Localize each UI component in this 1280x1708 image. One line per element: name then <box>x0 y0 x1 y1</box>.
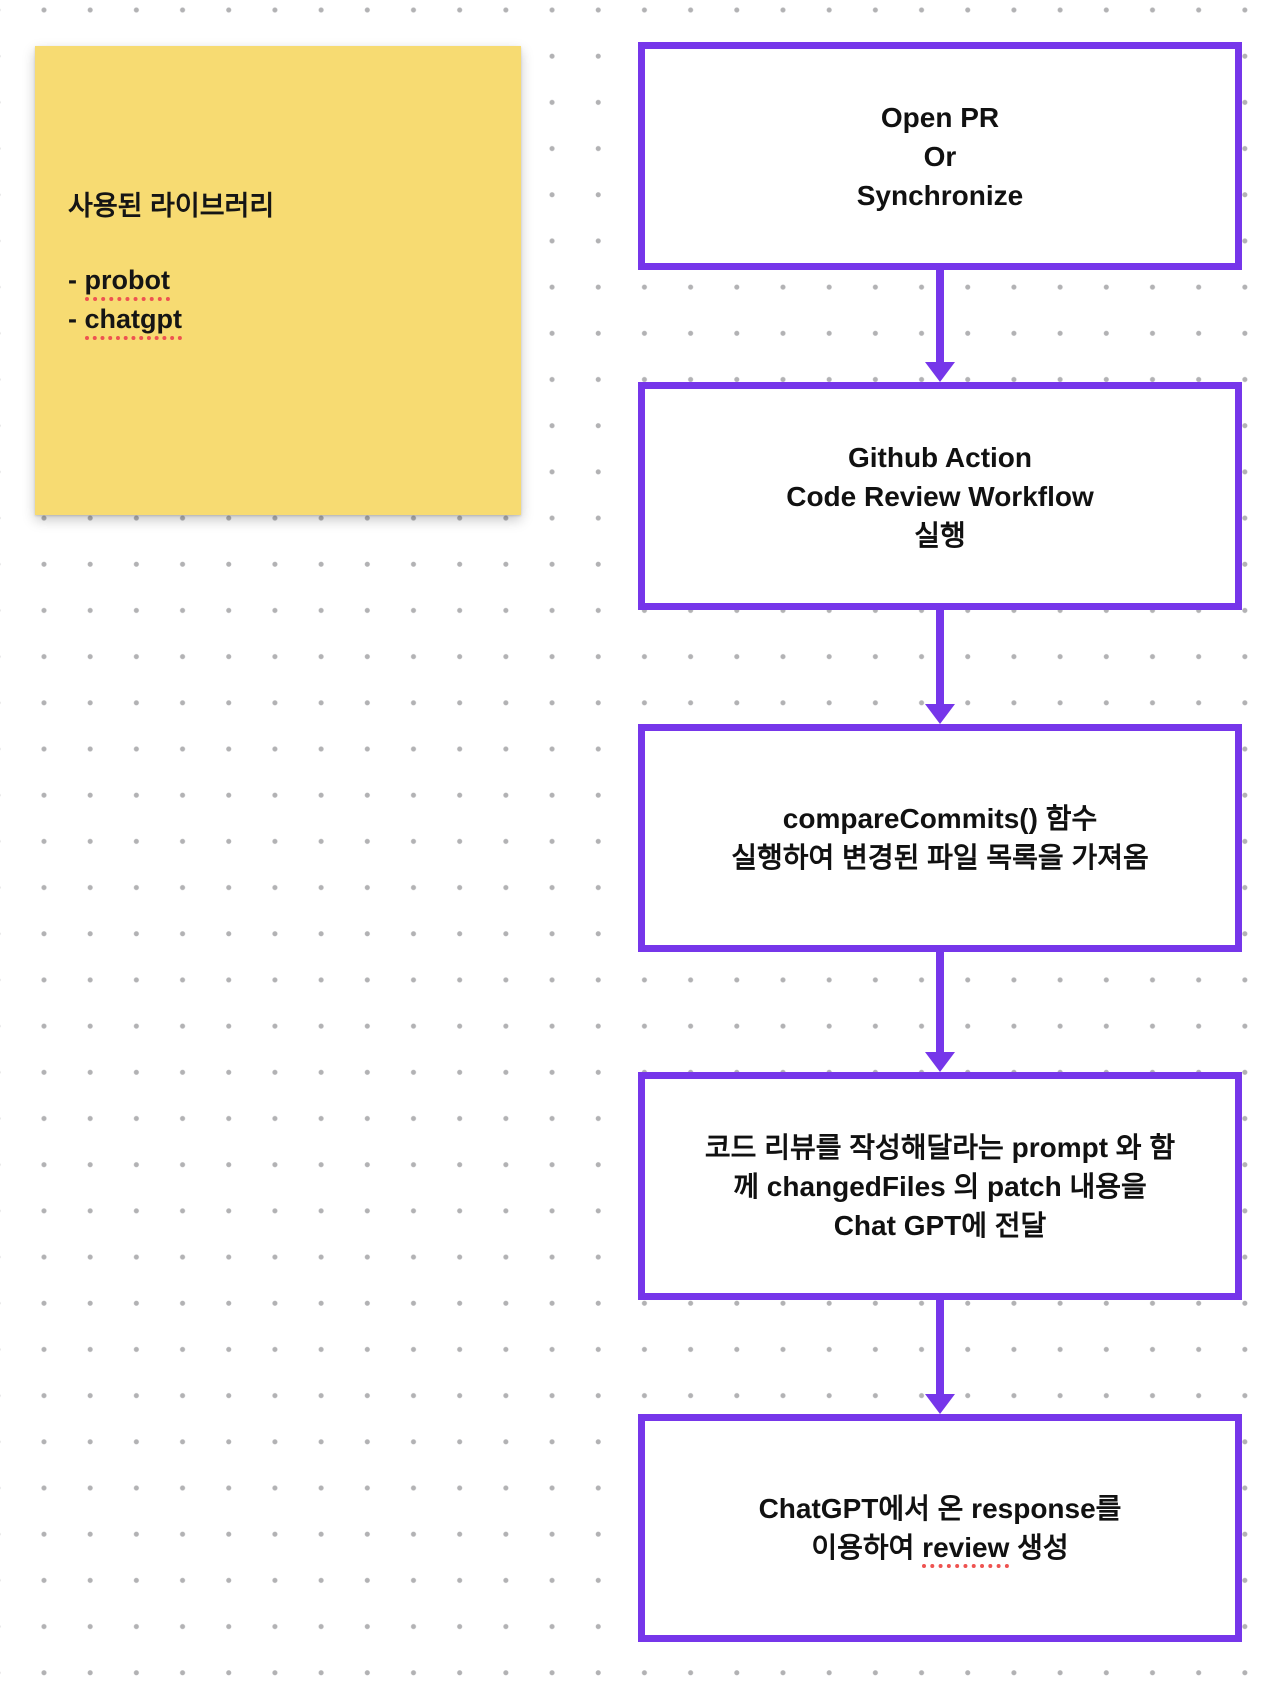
sticky-note-item-probot: - probot <box>68 262 501 301</box>
node-text-line: Code Review Workflow <box>786 480 1094 512</box>
connector-3-line <box>936 952 944 1053</box>
sticky-note-item-chatgpt: - chatgpt <box>68 301 501 340</box>
node-text-line: Chat GPT에 전달 <box>833 1209 1047 1241</box>
bullet-dash: - <box>68 304 85 334</box>
flow-node-compare-commits[interactable]: compareCommits() 함수 실행하여 변경된 파일 목록을 가져옴 <box>638 724 1242 952</box>
connector-2-arrowhead-icon <box>925 704 955 724</box>
flow-node-github-action[interactable]: Github Action Code Review Workflow 실행 <box>638 382 1242 610</box>
node-text-line: Open PR <box>880 101 1000 133</box>
connector-1-line <box>936 270 944 363</box>
misspelled-word-review: review <box>922 1531 1010 1568</box>
flow-node-send-prompt[interactable]: 코드 리뷰를 작성해달라는 prompt 와 함 께 changedFiles … <box>638 1072 1242 1300</box>
sticky-note-text: 사용된 라이브러리 - probot - chatgpt <box>68 188 501 340</box>
bullet-dash: - <box>68 265 85 295</box>
node-text-line: 이용하여 review 생성 <box>811 1528 1069 1568</box>
connector-4-line <box>936 1300 944 1395</box>
sticky-note-title: 사용된 라이브러리 <box>68 191 275 221</box>
sticky-note-blank-line <box>68 225 501 262</box>
connector-2-line <box>936 610 944 705</box>
node-text-line: compareCommits() 함수 <box>782 803 1098 834</box>
connector-3-arrowhead-icon <box>925 1052 955 1072</box>
node-text-line: Github Action <box>847 441 1033 473</box>
node-text-line: Synchronize <box>856 179 1024 211</box>
node-text-line: Or <box>923 140 957 172</box>
misspelled-word-chatgpt: chatgpt <box>84 303 182 340</box>
node-text-line: ChatGPT에서 온 response를 <box>758 1492 1122 1524</box>
misspelled-word-probot: probot <box>84 264 170 301</box>
node-text-line: 실행하여 변경된 파일 목록을 가져옴 <box>731 842 1149 873</box>
node-text-segment: 이용하여 <box>811 1531 923 1563</box>
connector-4-arrowhead-icon <box>925 1394 955 1414</box>
node-text-line: 께 changedFiles 의 patch 내용을 <box>733 1170 1147 1202</box>
flow-node-open-pr[interactable]: Open PR Or Synchronize <box>638 42 1242 270</box>
node-text-line: 코드 리뷰를 작성해달라는 prompt 와 함 <box>704 1131 1176 1163</box>
connector-1-arrowhead-icon <box>925 362 955 382</box>
node-text-segment: 생성 <box>1009 1531 1069 1563</box>
sticky-note[interactable]: 사용된 라이브러리 - probot - chatgpt <box>35 46 521 515</box>
node-text-line: 실행 <box>914 519 966 551</box>
flow-node-create-review[interactable]: ChatGPT에서 온 response를 이용하여 review 생성 <box>638 1414 1242 1642</box>
